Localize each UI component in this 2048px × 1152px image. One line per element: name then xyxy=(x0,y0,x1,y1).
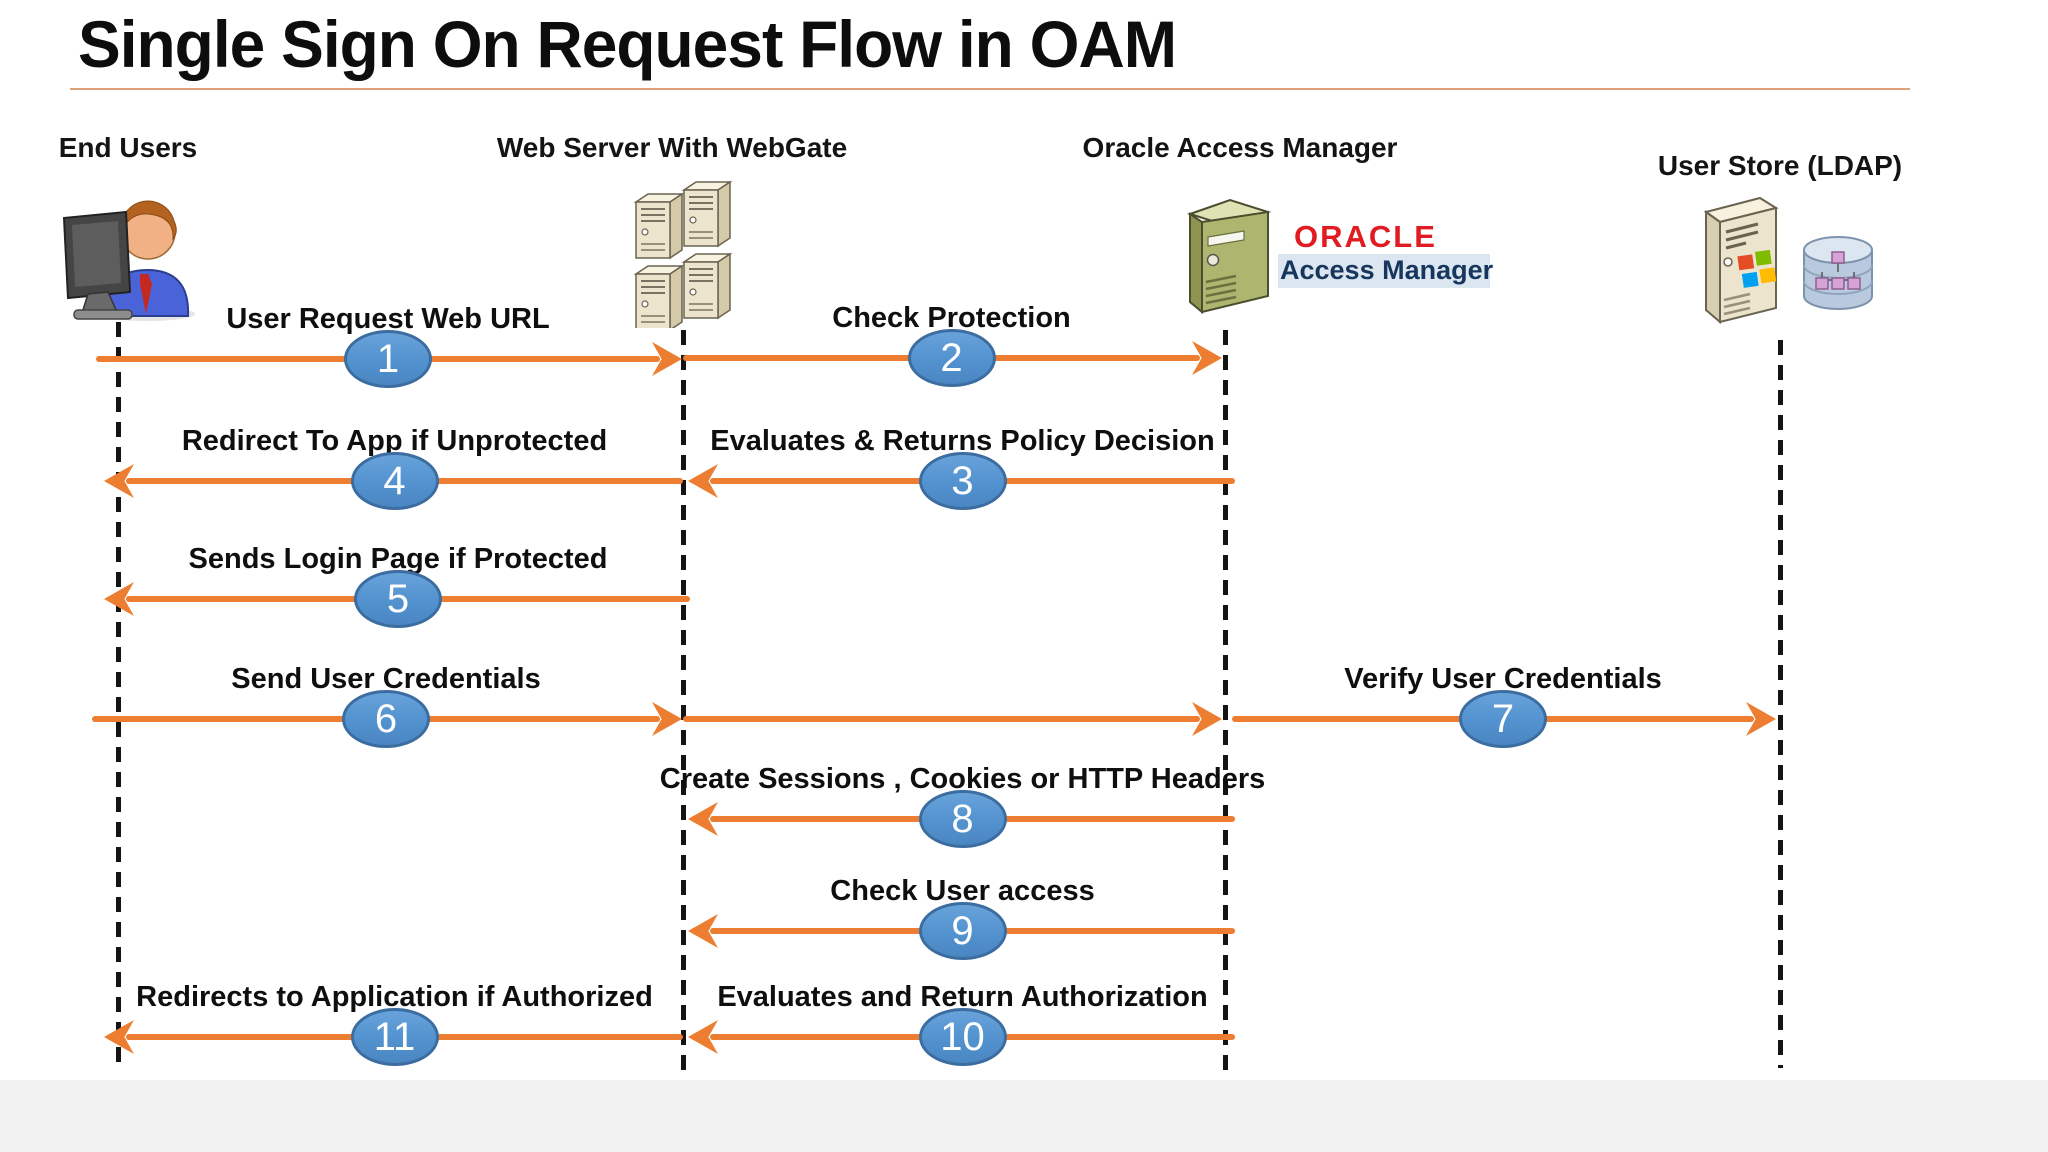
actor-label-oam: Oracle Access Manager xyxy=(1082,132,1398,163)
lifeline-end-users xyxy=(116,322,121,1072)
access-manager-wordmark: Access Manager xyxy=(1278,254,1493,288)
message-8-label: Create Sessions , Cookies or HTTP Header… xyxy=(659,763,1266,795)
lifeline-web-server xyxy=(681,330,686,1072)
message-3-label: Evaluates & Returns Policy Decision xyxy=(710,425,1215,457)
user-at-computer-icon xyxy=(62,200,195,321)
message-11-label: Redirects to Application if Authorized xyxy=(136,981,653,1013)
message-2-label: Check Protection xyxy=(832,302,1071,334)
lifeline-user-store xyxy=(1778,340,1783,1068)
message-10-label: Evaluates and Return Authorization xyxy=(717,981,1208,1013)
message-7-label: Verify User Credentials xyxy=(1344,663,1662,695)
lifeline-oam xyxy=(1223,330,1228,1072)
step-number-badge: 8 xyxy=(918,790,1007,848)
title-divider xyxy=(70,88,1910,90)
step-number-badge: 5 xyxy=(354,570,442,628)
message-9-label: Check User access xyxy=(830,875,1095,907)
actor-label-web-server: Web Server With WebGate xyxy=(496,132,848,163)
oracle-wordmark: ORACLE xyxy=(1294,219,1437,254)
actor-label-end-users: End Users xyxy=(58,132,198,163)
message-4-label: Redirect To App if Unprotected xyxy=(181,425,608,457)
oam-server-icon xyxy=(1186,198,1272,315)
step-number-badge: 4 xyxy=(350,452,439,510)
message-6-label: Send User Credentials xyxy=(231,663,541,695)
step-number-badge: 10 xyxy=(918,1008,1007,1066)
step-number-badge: 6 xyxy=(342,690,430,748)
bottom-gray-band xyxy=(0,1080,2048,1152)
ldap-directory-db xyxy=(1803,236,1873,310)
step-number-badge: 3 xyxy=(918,452,1007,510)
ldap-server-icon xyxy=(1703,196,1873,325)
step-number-badge: 1 xyxy=(344,330,432,388)
windows-logo xyxy=(1737,249,1777,288)
message-1-label: User Request Web URL xyxy=(226,303,550,335)
message-5-label: Sends Login Page if Protected xyxy=(188,543,608,575)
server-stack-icon xyxy=(635,181,731,328)
step-number-badge: 11 xyxy=(350,1008,439,1066)
oracle-access-manager-logo: ORACLE Access Manager xyxy=(1278,219,1493,288)
page-title: Single Sign On Request Flow in OAM xyxy=(78,7,1177,81)
message-6-arrow-line-2 xyxy=(683,716,1200,722)
step-number-badge: 9 xyxy=(918,902,1007,960)
step-number-badge: 2 xyxy=(907,329,996,387)
step-number-badge: 7 xyxy=(1459,690,1547,748)
actor-label-user-store: User Store (LDAP) xyxy=(1657,150,1903,181)
